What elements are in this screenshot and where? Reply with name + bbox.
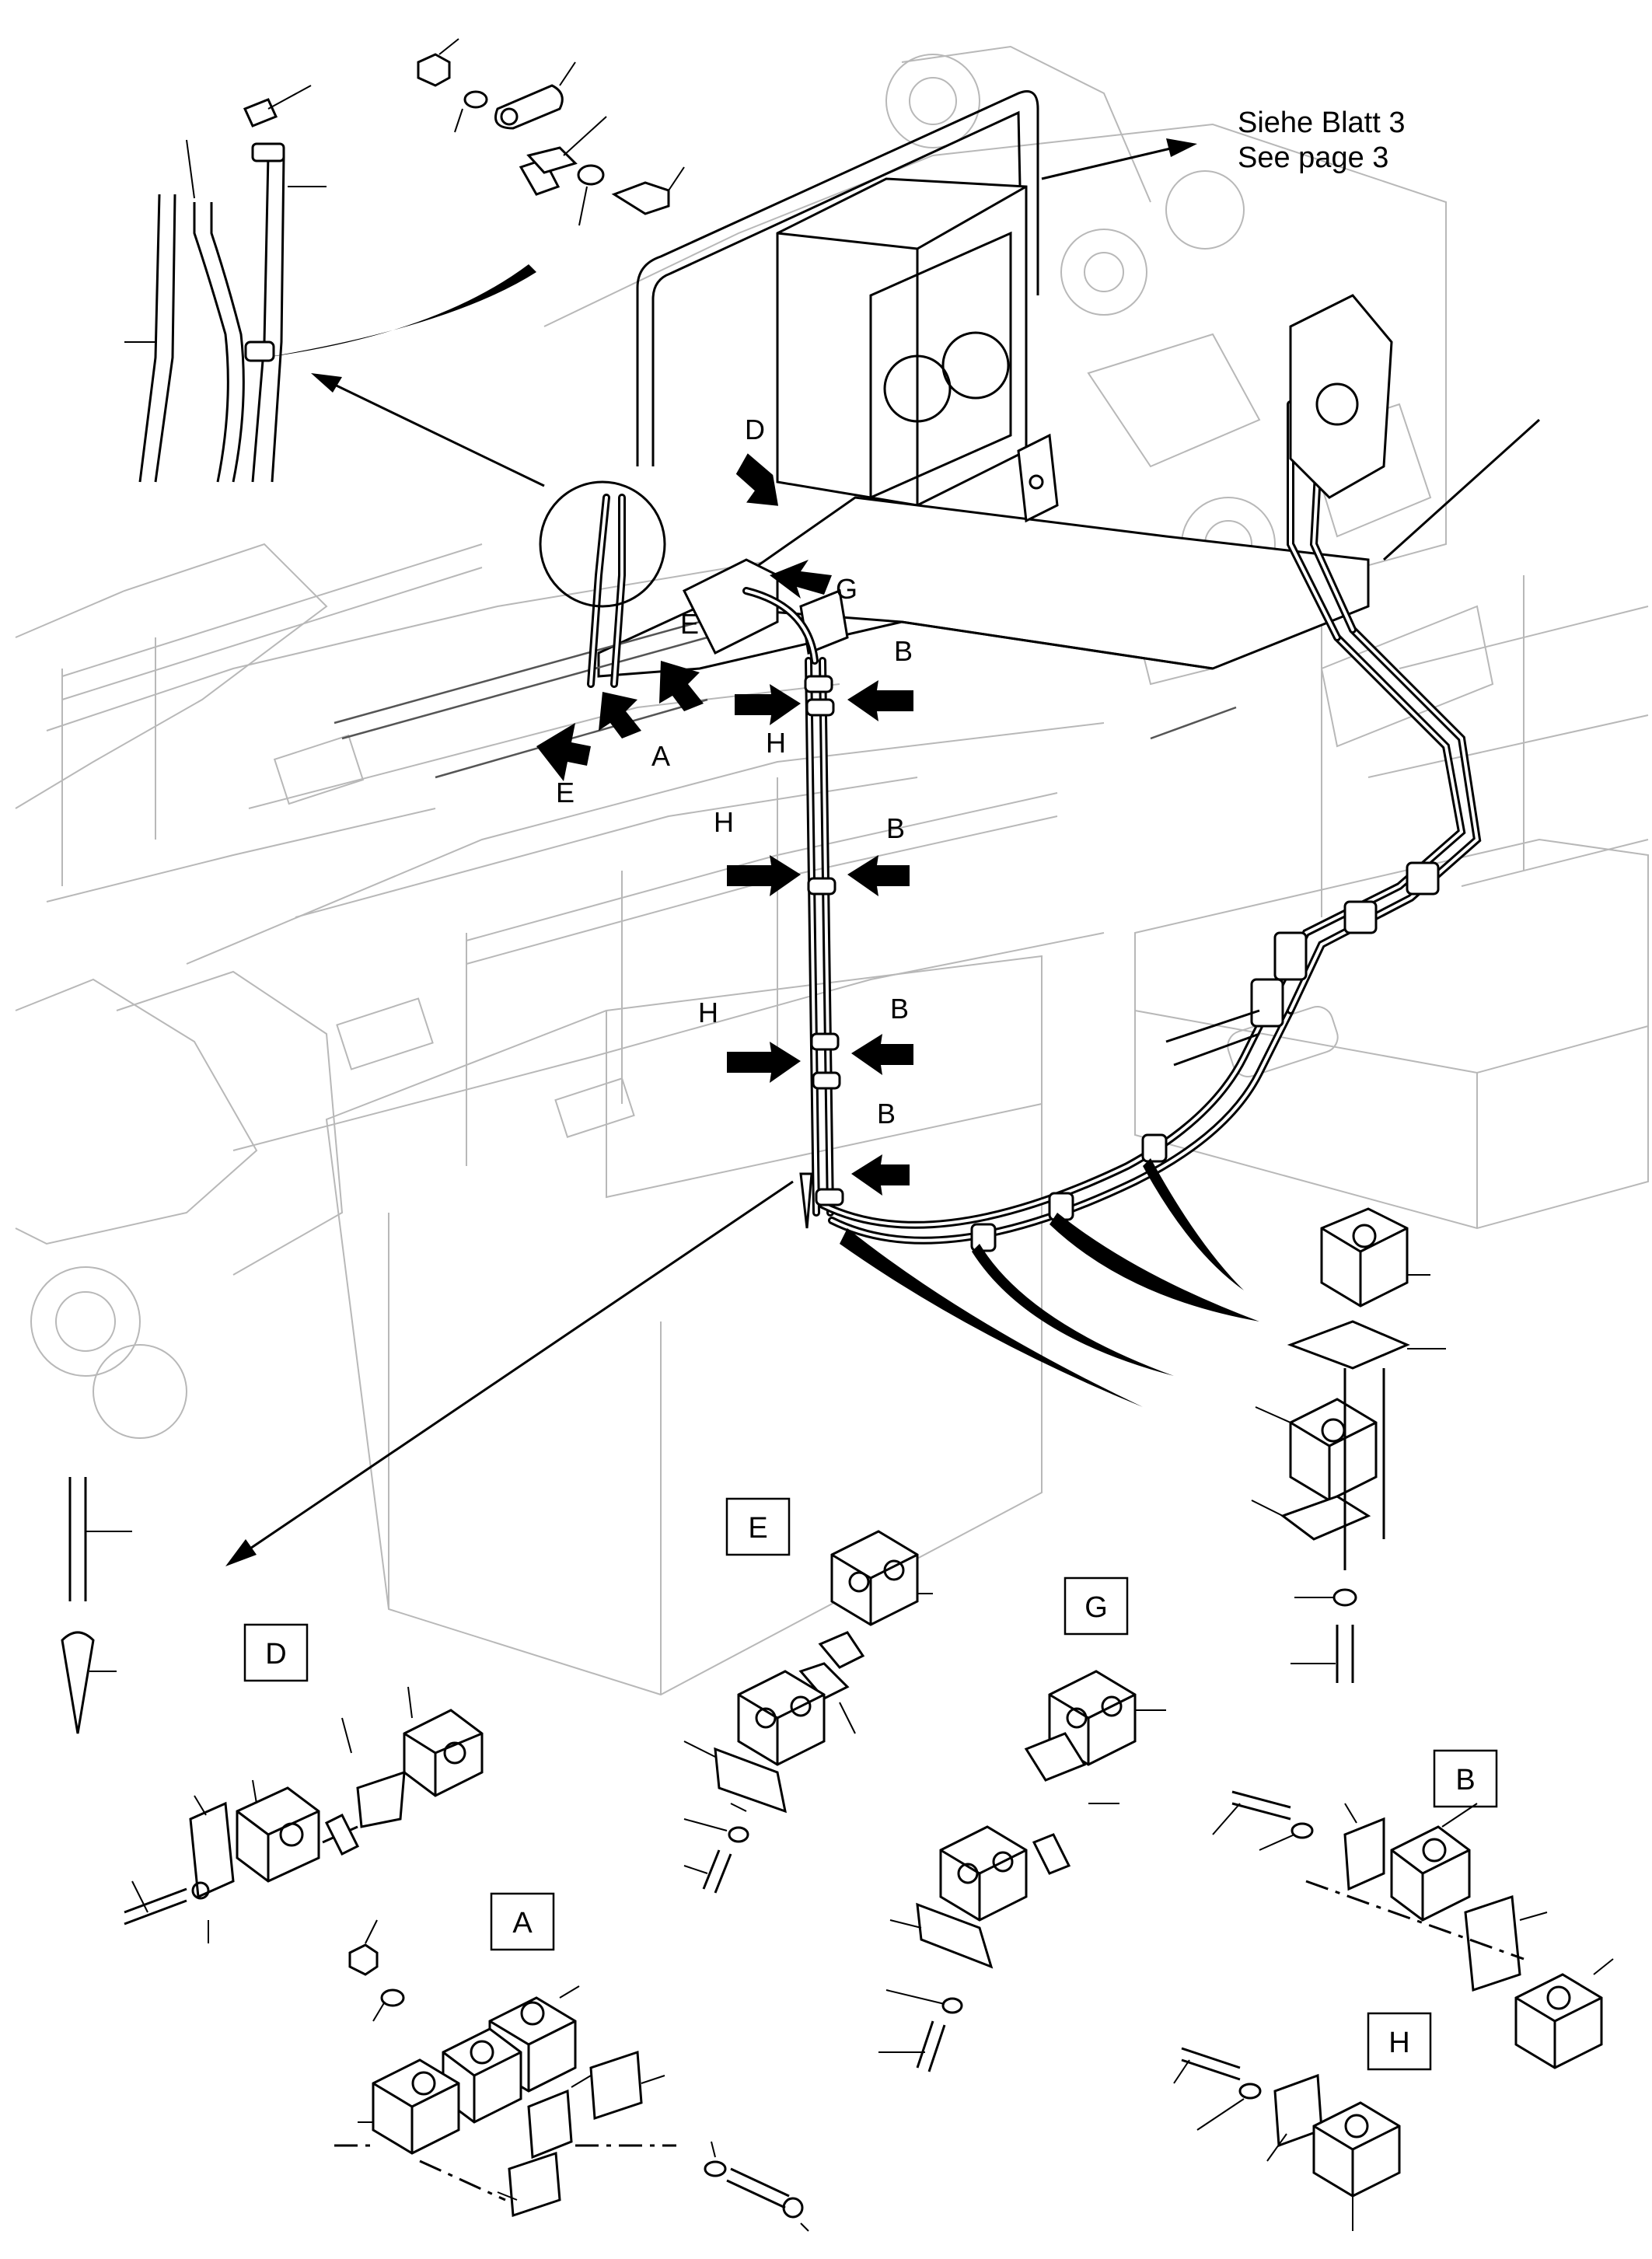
hose-bundle [587, 294, 1482, 1252]
detail-h-label: H [1388, 2027, 1409, 2059]
reference-text-de: Siehe Blatt 3 [1238, 106, 1405, 139]
callout-labels: D G E B A H E H B B H B [556, 414, 913, 1130]
detail-g-label: G [1084, 1591, 1108, 1624]
callout-b-1: B [894, 635, 913, 667]
detail-b-label: B [1455, 1764, 1475, 1796]
detail-d: D [61, 1477, 484, 1943]
callout-g: G [836, 573, 857, 605]
callout-d: D [745, 414, 765, 445]
swoosh-lines [264, 264, 1259, 1407]
detail-d-label: D [265, 1638, 286, 1671]
detail-h: H [1173, 2012, 1432, 2231]
callout-e-top: E [680, 608, 699, 640]
callout-b-4: B [877, 1098, 896, 1130]
detail-a: A [334, 1892, 809, 2232]
callout-h-3: H [698, 997, 718, 1028]
detail-g: G [878, 1576, 1166, 2072]
callout-a: A [651, 740, 670, 772]
detail-e-label: E [748, 1512, 767, 1545]
detail-hose-fittings [124, 38, 685, 483]
detail-a-label: A [512, 1907, 533, 1940]
callout-h-2: H [714, 806, 734, 838]
reference-text-en: See page 3 [1238, 141, 1388, 174]
machine-background [15, 45, 1649, 1696]
direction-arrows [225, 138, 1541, 1566]
detail-b: B [1212, 1749, 1614, 2069]
detail-e: E [683, 1497, 933, 1894]
callout-h-1: H [766, 727, 786, 759]
detail-circle [539, 480, 666, 608]
callout-b-2: B [886, 812, 905, 844]
callout-b-3: B [890, 993, 909, 1025]
callout-e-bottom: E [556, 777, 575, 808]
mounting-frame [334, 90, 1370, 779]
detail-stacked-clamp [1251, 1207, 1446, 1683]
